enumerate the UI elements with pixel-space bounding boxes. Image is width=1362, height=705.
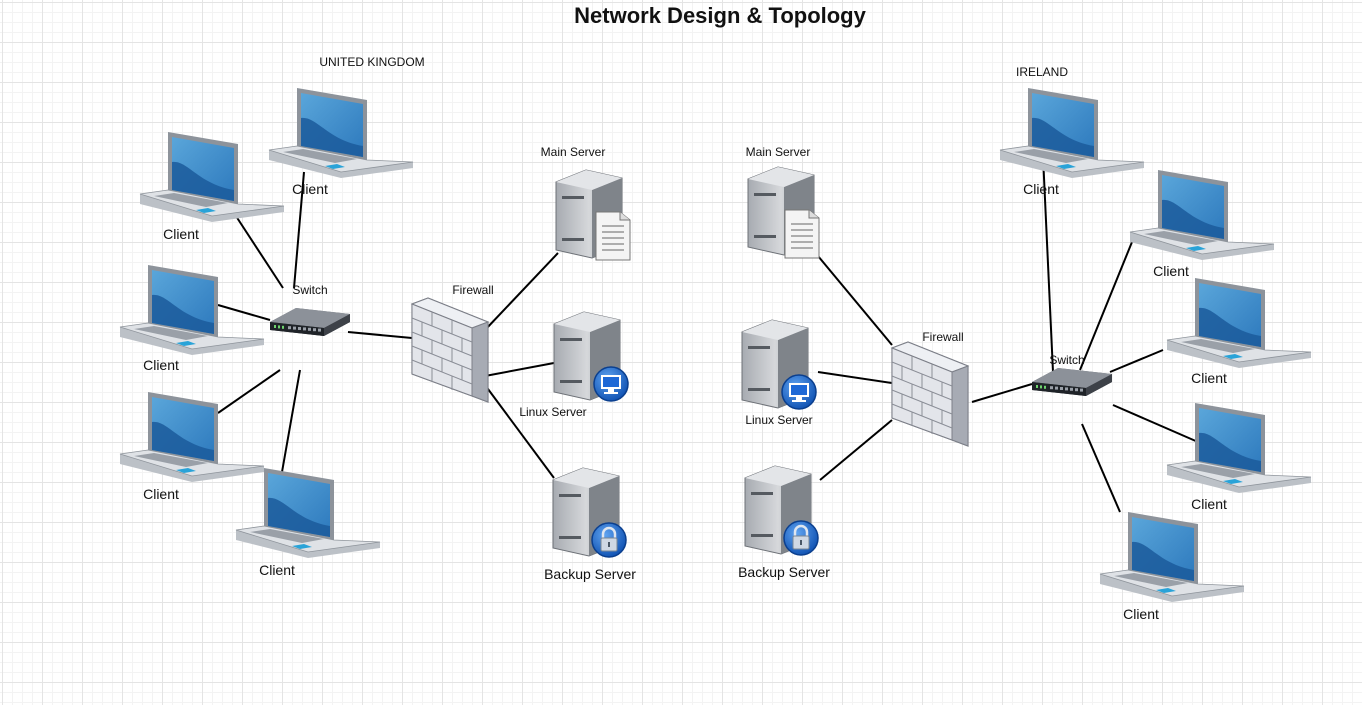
- ie-client-5[interactable]: Client: [1099, 511, 1245, 622]
- laptop-icon: [139, 131, 285, 223]
- main-server-label: Main Server: [746, 145, 811, 159]
- ie-backup-server[interactable]: Backup Server: [738, 465, 830, 580]
- uk-client-3[interactable]: Client: [119, 264, 265, 373]
- uk-client-4[interactable]: Client: [119, 391, 265, 502]
- link-ie-switch-client-3: [1109, 349, 1164, 373]
- ie-switch[interactable]: Switch: [1032, 353, 1112, 396]
- link-uk-firewall-main-server: [484, 252, 559, 331]
- laptop-icon: [1166, 402, 1312, 494]
- link-uk-firewall-linux-server: [484, 362, 555, 377]
- client-label: Client: [1191, 370, 1227, 386]
- link-uk-firewall-backup-server: [484, 384, 555, 479]
- firewall-label: Firewall: [452, 283, 493, 297]
- link-ie-firewall-main-server: [817, 255, 893, 346]
- ie-linux-server[interactable]: Linux Server: [741, 319, 817, 427]
- main-server-label: Main Server: [541, 145, 606, 159]
- link-ie-switch-client-4: [1112, 404, 1199, 443]
- client-label: Client: [1023, 181, 1059, 197]
- monitor-icon: [593, 366, 629, 402]
- link-ie-firewall-linux-server: [817, 371, 893, 384]
- switch-icon: [1032, 368, 1112, 396]
- link-uk-switch-client-4: [217, 369, 281, 414]
- link-ie-firewall-backup-server: [819, 419, 893, 481]
- laptop-icon: [268, 87, 414, 179]
- region-label-ireland: IRELAND: [1016, 65, 1068, 79]
- lock-icon: [590, 521, 628, 559]
- ie-client-3[interactable]: Client: [1166, 277, 1312, 386]
- client-label: Client: [1191, 496, 1227, 512]
- laptop-icon: [1166, 277, 1312, 369]
- ie-client-2[interactable]: Client: [1129, 169, 1275, 279]
- link-uk-switch-client-1: [231, 209, 284, 289]
- ie-client-4[interactable]: Client: [1166, 402, 1312, 512]
- uk-client-5[interactable]: Client: [235, 467, 381, 578]
- link-ie-switch-client-1: [1042, 155, 1054, 373]
- uk-linux-server[interactable]: Linux Server: [519, 311, 629, 419]
- laptop-icon: [999, 87, 1145, 179]
- link-ie-switch-client-5: [1081, 423, 1121, 513]
- lock-icon: [782, 519, 820, 557]
- network-links: [217, 155, 1199, 513]
- client-label: Client: [1123, 606, 1159, 622]
- switch-icon: [270, 308, 350, 336]
- client-label: Client: [163, 226, 199, 242]
- link-ie-firewall-switch: [971, 383, 1033, 403]
- ie-main-server[interactable]: Main Server: [746, 145, 820, 259]
- switch-label: Switch: [1049, 353, 1084, 367]
- backup-server-label: Backup Server: [738, 564, 830, 580]
- document-icon: [595, 211, 631, 261]
- laptop-icon: [1129, 169, 1275, 261]
- client-label: Client: [1153, 263, 1189, 279]
- monitor-icon: [781, 374, 817, 410]
- linux-server-label: Linux Server: [519, 405, 586, 419]
- site-uk: Client Client Client Client Client Switc…: [119, 87, 636, 582]
- client-label: Client: [143, 357, 179, 373]
- link-uk-switch-client-5: [281, 369, 301, 473]
- document-icon: [784, 209, 820, 259]
- uk-firewall[interactable]: Firewall: [411, 283, 494, 403]
- client-label: Client: [292, 181, 328, 197]
- region-label-uk: UNITED KINGDOM: [319, 55, 424, 69]
- ie-firewall[interactable]: Firewall: [891, 330, 969, 447]
- link-ie-switch-client-2: [1079, 241, 1133, 371]
- firewall-label: Firewall: [922, 330, 963, 344]
- uk-client-1[interactable]: Client: [139, 131, 285, 242]
- site-ireland: Main Server Linux Server Backup Server F…: [738, 87, 1312, 622]
- backup-server-label: Backup Server: [544, 566, 636, 582]
- switch-label: Switch: [292, 283, 327, 297]
- laptop-icon: [119, 264, 265, 356]
- link-uk-switch-client-2: [293, 171, 305, 289]
- uk-backup-server[interactable]: Backup Server: [544, 467, 636, 582]
- ie-client-1[interactable]: Client: [999, 87, 1145, 197]
- firewall-icon: [891, 341, 969, 447]
- uk-switch[interactable]: Switch: [270, 283, 350, 336]
- uk-client-2[interactable]: Client: [268, 87, 414, 197]
- laptop-icon: [119, 391, 265, 483]
- linux-server-label: Linux Server: [745, 413, 812, 427]
- firewall-icon: [411, 297, 489, 403]
- uk-main-server[interactable]: Main Server: [541, 145, 631, 261]
- client-label: Client: [259, 562, 295, 578]
- diagram-title: Network Design & Topology: [574, 3, 866, 28]
- laptop-icon: [1099, 511, 1245, 603]
- client-label: Client: [143, 486, 179, 502]
- link-uk-switch-client-3: [217, 304, 271, 321]
- laptop-icon: [235, 467, 381, 559]
- link-uk-switch-firewall: [347, 331, 413, 339]
